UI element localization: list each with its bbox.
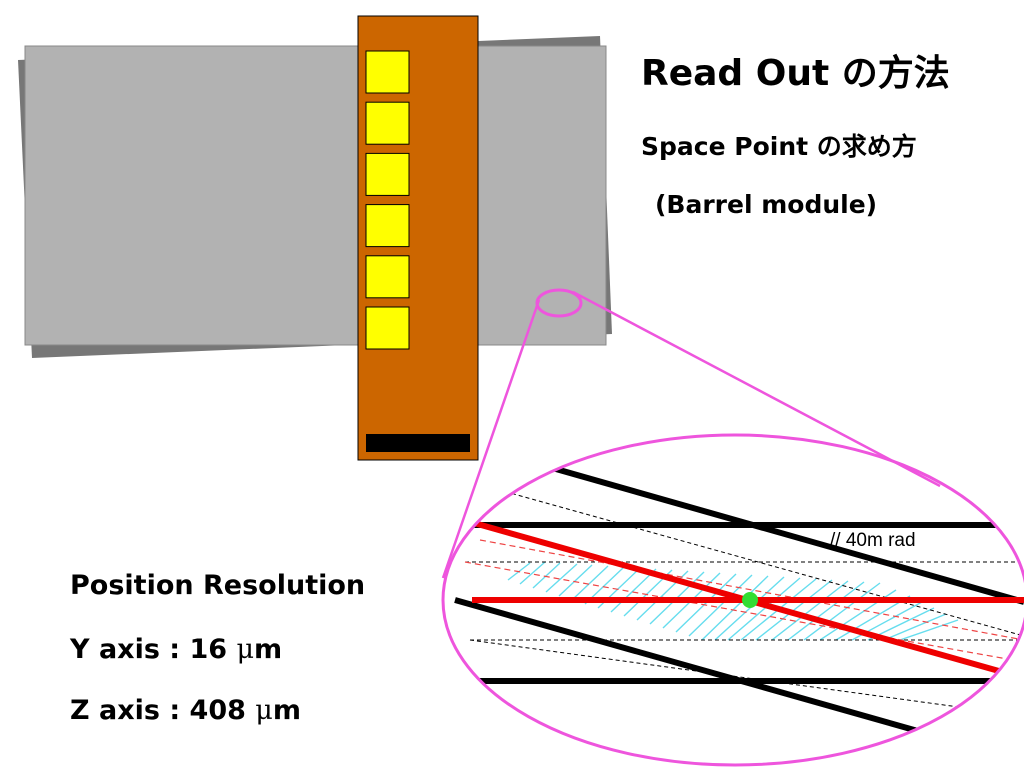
readout-chip	[365, 152, 410, 196]
zoom-connector-line	[441, 299, 541, 579]
subtitle-line2: (Barrel module)	[655, 190, 878, 219]
strips	[454, 449, 1024, 753]
strip-boundaries	[465, 485, 1024, 713]
readout-chip	[365, 204, 410, 248]
resolution-z: Z axis : 408 μm	[70, 695, 301, 726]
resolution-heading: Position Resolution	[70, 570, 366, 601]
readout-chip	[365, 101, 410, 145]
page-title: Read Out の方法	[641, 53, 950, 94]
readout-chips	[365, 50, 410, 350]
resolution-y-text: Y axis : 16	[70, 634, 237, 665]
zoom-ellipse	[441, 433, 1024, 767]
resolution-z-text: Z axis : 408	[70, 695, 256, 726]
readout-chip	[365, 50, 410, 94]
zoom-connector-line	[572, 290, 941, 488]
sensor-front	[24, 45, 607, 346]
overlap-hatch	[507, 561, 959, 641]
resolution-y: Y axis : 16 μm	[70, 634, 282, 665]
readout-chip	[365, 255, 410, 299]
space-point	[742, 592, 758, 608]
hit-strip-edges	[464, 539, 1024, 663]
mu-symbol: μ	[255, 695, 273, 726]
unit-text: m	[254, 634, 283, 665]
stereo-angle-label: // 40m rad	[830, 530, 916, 551]
mu-symbol: μ	[236, 634, 255, 665]
readout-chip	[365, 306, 410, 350]
connector	[366, 434, 470, 452]
unit-text: m	[272, 695, 301, 726]
subtitle-line1: Space Point の求め方	[641, 132, 917, 161]
zoom-view	[454, 449, 1024, 753]
